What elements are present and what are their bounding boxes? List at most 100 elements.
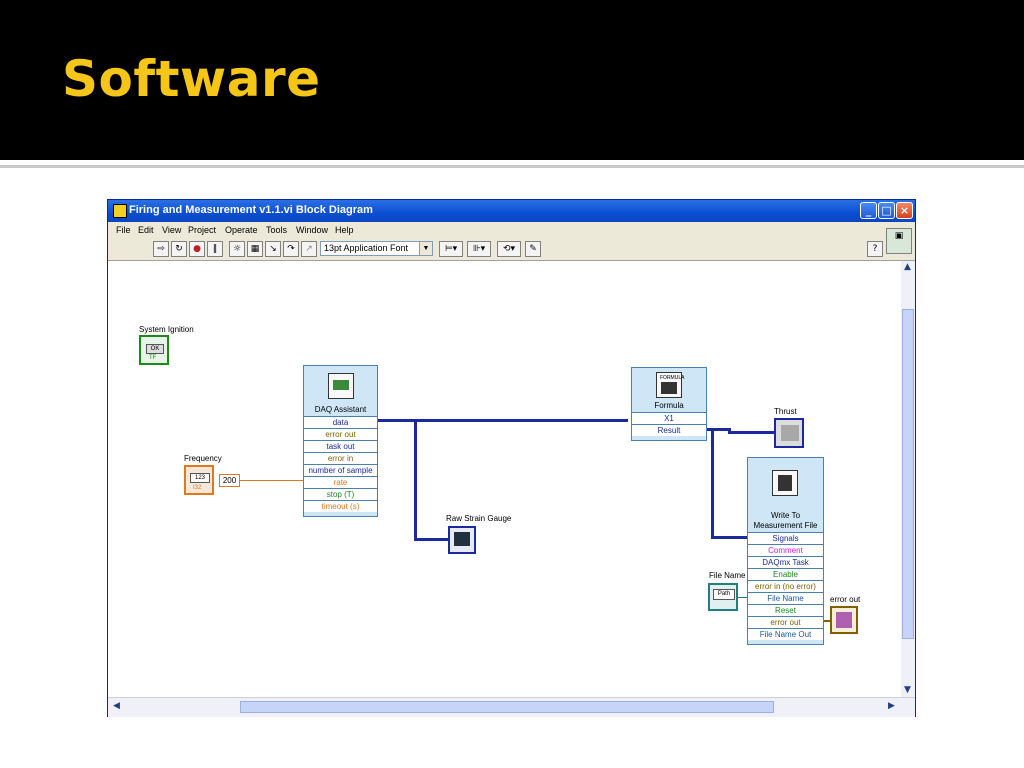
step-into-icon[interactable]: ↘ [265,241,281,257]
menu-view[interactable]: View [162,225,182,235]
thrust-label: Thrust [774,407,797,416]
abort-icon[interactable]: ● [189,241,205,257]
vi-connector-icon[interactable]: ▣ [886,228,912,254]
result-wire-a[interactable] [711,428,729,431]
horizontal-scrollbar[interactable]: ◀ ▶ [108,697,915,717]
font-select[interactable]: 13pt Application Font ▼ [320,241,433,256]
result-wire-to-write[interactable] [711,536,748,539]
error-out-indicator[interactable] [830,606,858,634]
run-continuously-icon[interactable]: ↻ [171,241,187,257]
slide-header: Software [0,0,1024,160]
reorder-icon[interactable]: ⟲▾ [497,241,521,257]
ok-button-icon: OK [146,344,164,354]
highlight-execution-icon[interactable]: ☼ [229,241,245,257]
raw-strain-gauge-label: Raw Strain Gauge [446,514,512,523]
formula-icon-text: FORMULA [660,375,685,381]
close-button[interactable]: × [896,202,913,219]
daq-terminal-rate[interactable]: rate [304,476,377,488]
formula-title: Formula [654,401,684,410]
pause-icon[interactable]: ‖ [207,241,223,257]
block-diagram-canvas[interactable]: System Ignition OK TF Frequency 123 I32 … [108,261,901,697]
toolbar: ⇨ ↻ ● ‖ ☼ ▦ ↘ ↷ ↗ 13pt Application Font … [108,228,915,261]
write-terminal-file-name[interactable]: File Name [748,592,823,604]
menu-project[interactable]: Project [188,225,217,235]
menu-file[interactable]: File [116,225,131,235]
chevron-down-icon: ▼ [419,242,432,255]
system-ignition-label: System Ignition [139,325,194,334]
clean-up-diagram-icon[interactable]: ✎ [525,241,541,257]
help-icon[interactable]: ? [867,241,883,257]
menu-window[interactable]: Window [296,225,329,235]
formula-block[interactable]: FORMULA Formula X1 Result [631,367,707,441]
menu-tools[interactable]: Tools [266,225,288,235]
thrust-indicator[interactable] [774,418,804,448]
frequency-terminal[interactable]: 123 I32 [184,465,214,495]
menu-help[interactable]: Help [335,225,354,235]
maximize-button[interactable]: □ [878,202,895,219]
graph-indicator-icon [781,425,799,441]
vi-icon [113,204,127,218]
daq-terminal-error-in[interactable]: error in [304,452,377,464]
daq-terminal-stop[interactable]: stop (T) [304,488,377,500]
formula-terminal-x1[interactable]: X1 [632,412,706,424]
write-terminal-error-out[interactable]: error out [748,616,823,628]
step-out-icon[interactable]: ↗ [301,241,317,257]
result-wire-b[interactable] [728,428,731,433]
daq-assistant-block[interactable]: DAQ Assistant data error out task out er… [303,365,378,517]
vertical-scroll-thumb[interactable] [902,309,914,639]
horizontal-scroll-thumb[interactable] [240,701,774,713]
rate-constant[interactable]: 200 [219,474,240,487]
distribute-objects-icon[interactable]: ⊪▾ [467,241,491,257]
block-diagram-window: Firing and Measurement v1.1.vi Block Dia… [107,199,916,717]
rate-wire[interactable] [240,480,303,481]
file-name-label: File Name [709,571,746,580]
error-out-wire[interactable] [824,620,830,622]
run-arrow-icon[interactable]: ⇨ [153,241,169,257]
daq-terminal-task-out[interactable]: task out [304,440,377,452]
scroll-right-icon[interactable]: ▶ [888,701,895,711]
write-terminal-file-name-out[interactable]: File Name Out [748,628,823,640]
write-terminal-error-in[interactable]: error in (no error) [748,580,823,592]
minimize-button[interactable]: _ [860,202,877,219]
file-name-terminal[interactable]: Path [708,583,738,611]
result-wire-to-thrust[interactable] [728,431,774,434]
daq-terminal-timeout[interactable]: timeout (s) [304,500,377,512]
scroll-up-icon[interactable]: ▲ [904,262,911,272]
window-title: Firing and Measurement v1.1.vi Block Dia… [129,204,373,216]
data-wire-branch[interactable] [414,419,417,541]
daq-terminal-number-of-samples[interactable]: number of sample [304,464,377,476]
retain-wire-values-icon[interactable]: ▦ [247,241,263,257]
font-select-value: 13pt Application Font [324,243,409,253]
menu-operate[interactable]: Operate [225,225,258,235]
system-ignition-terminal[interactable]: OK TF [139,335,169,365]
write-file-title-line2: Measurement File [753,521,818,530]
daq-card-icon [333,380,349,390]
daq-assistant-icon [328,373,354,399]
daq-terminal-error-out[interactable]: error out [304,428,377,440]
write-terminal-reset[interactable]: Reset [748,604,823,616]
write-terminal-signals[interactable]: Signals [748,532,823,544]
write-terminal-daqmx-task[interactable]: DAQmx Task [748,556,823,568]
menu-edit[interactable]: Edit [138,225,154,235]
write-terminal-comment[interactable]: Comment [748,544,823,556]
align-objects-icon[interactable]: ⊨▾ [439,241,463,257]
vertical-scrollbar[interactable]: ▲ ▼ [901,261,915,697]
formula-terminal-result[interactable]: Result [632,424,706,436]
write-measurement-file-block[interactable]: Write To Measurement File Signals Commen… [747,457,824,645]
daq-terminal-data[interactable]: data [304,416,377,428]
scroll-left-icon[interactable]: ◀ [113,701,120,711]
scroll-down-icon[interactable]: ▼ [904,685,911,695]
path-control-icon: Path [713,589,735,600]
step-over-icon[interactable]: ↷ [283,241,299,257]
write-terminal-enable[interactable]: Enable [748,568,823,580]
boolean-tag: TF [149,355,157,361]
result-wire-branch[interactable] [711,428,714,539]
result-wire[interactable] [707,428,713,431]
raw-strain-gauge-terminal[interactable] [448,526,476,554]
data-wire-to-formula[interactable] [378,419,628,422]
title-bar[interactable]: Firing and Measurement v1.1.vi Block Dia… [108,200,915,222]
waveform-graph-icon [454,532,470,546]
error-out-label: error out [830,595,861,604]
data-wire-to-graph[interactable] [414,538,448,541]
file-name-wire[interactable] [738,597,748,598]
